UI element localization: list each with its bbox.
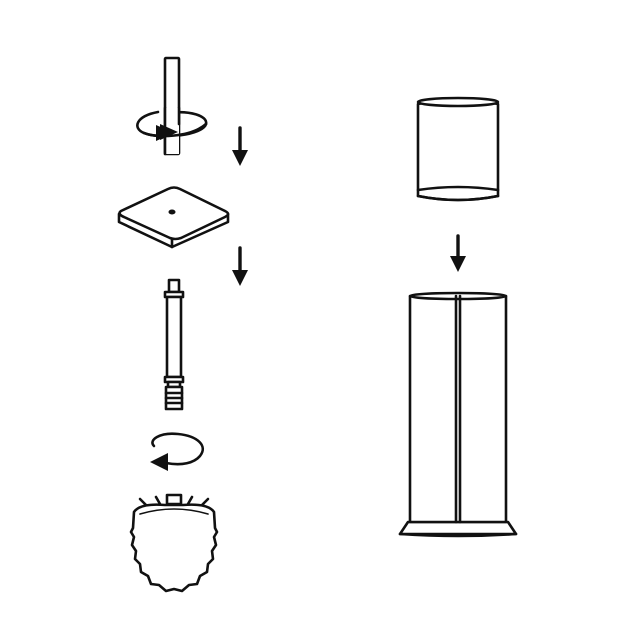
threaded-rod-part [163,278,185,411]
holder-cup-part [416,96,500,202]
down-arrow-icon [232,246,248,286]
rotate-clockwise-icon [136,106,208,156]
rotate-counterclockwise-icon [150,432,205,471]
down-arrow-icon [450,234,466,272]
brush-head-part [129,493,219,593]
down-arrow-icon [232,126,248,166]
square-plate-part [117,186,230,249]
holder-tube-part [398,291,518,538]
